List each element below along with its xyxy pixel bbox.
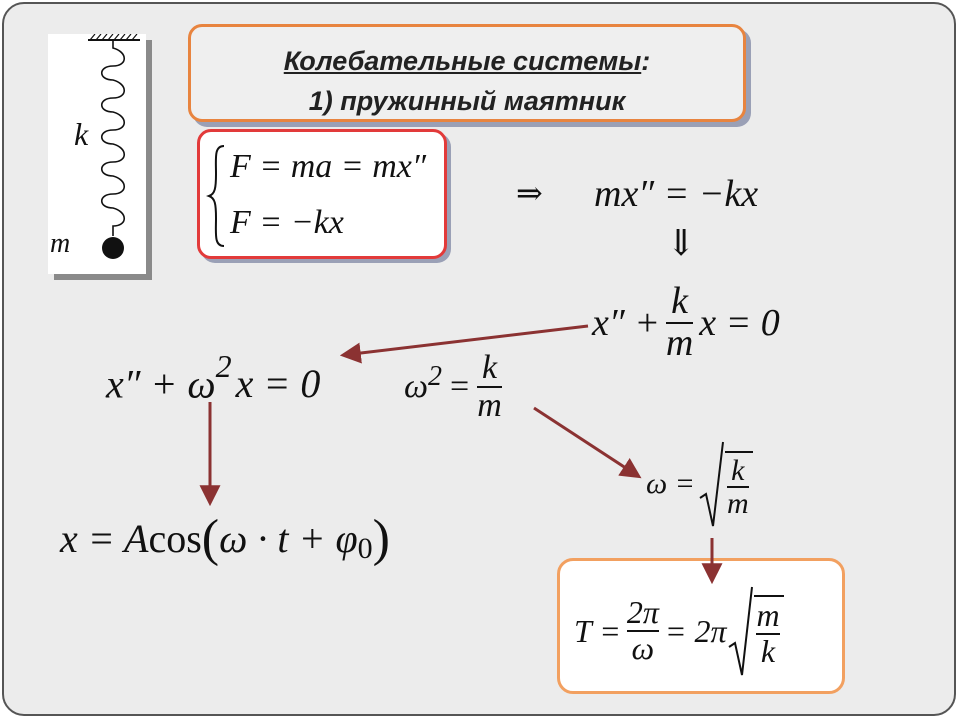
solution-cos: cos — [148, 516, 202, 561]
equation-omega: ω = k m — [646, 440, 753, 528]
spring-pendulum-picture: k m — [48, 33, 146, 274]
eq-osc-part-b: x = 0 — [235, 361, 321, 407]
omega-sq-lhs: ω — [404, 367, 429, 405]
fraction-numerator: k — [671, 280, 688, 322]
omega-sq-exponent: 2 — [428, 360, 443, 392]
eq-normalized-lhs: x″ + — [592, 301, 660, 344]
spring-m-label: m — [50, 228, 71, 259]
fraction-denominator: ω — [631, 630, 655, 666]
implies-arrow-icon: ⇒ — [516, 175, 543, 211]
fraction-denominator: m — [726, 487, 749, 520]
eq-osc-part-a: x″ + ω — [106, 361, 216, 407]
solution-lhs: x = A — [60, 516, 149, 561]
sqrt-icon — [699, 441, 724, 527]
title-line2: 1) пружинный маятник — [308, 86, 626, 116]
force-equation-newton: F = ma = mx″ — [230, 148, 427, 185]
fraction-k-over-m-2: k m — [477, 350, 502, 423]
connector-arrows — [199, 324, 723, 585]
solution-open-paren: ( — [201, 510, 220, 567]
fraction-numerator: k — [481, 349, 498, 386]
fraction-denominator: m — [477, 386, 502, 424]
fraction-2pi-over-omega: 2π ω — [626, 594, 659, 666]
arrow-to-oscillator — [339, 324, 589, 364]
title-colon: : — [641, 46, 651, 76]
spring-icon — [88, 33, 140, 259]
system-equations-box: F = ma = mx″ F = −kx — [197, 129, 447, 259]
spring-k-label: k — [74, 116, 89, 152]
solution-arg: ω · t + φ — [219, 516, 358, 561]
eq-normalized-rhs: x = 0 — [699, 301, 780, 344]
arrow-to-omega — [533, 406, 642, 479]
period-lhs: T = — [574, 612, 621, 649]
title-line1: Колебательные системы — [283, 46, 642, 76]
equation-normalized: x″ + k m x = 0 — [592, 280, 780, 364]
title-box: Колебательные системы: 1) пружинный маят… — [188, 24, 746, 122]
fraction-numerator: m — [756, 597, 780, 634]
down-arrow-icon: ⇓ — [666, 223, 697, 263]
sqrt-icon — [728, 586, 754, 676]
solution-close-paren: ) — [372, 510, 390, 567]
equation-solution: x = A cos ( ω · t + φ 0 ) — [60, 509, 390, 568]
solution-subscript: 0 — [357, 531, 373, 565]
fraction-denominator: k — [760, 633, 776, 669]
period-middle: = 2π — [664, 612, 727, 649]
fraction-k-over-m: k m — [665, 280, 694, 364]
omega-lhs: ω = — [646, 467, 695, 500]
eq-osc-exponent: 2 — [215, 348, 232, 384]
fraction-denominator: m — [665, 321, 694, 364]
equation-period: T = 2π ω = 2π m k — [574, 585, 784, 677]
equation-newton-spring: mx″ = −kx — [594, 173, 759, 215]
fraction-m-over-k: m k — [754, 595, 784, 669]
left-brace-icon — [206, 145, 225, 247]
omega-sq-equals: = — [450, 367, 470, 405]
period-formula-box: T = 2π ω = 2π m k — [557, 558, 845, 694]
fraction-numerator: 2π — [626, 594, 659, 631]
force-equation-hooke: F = −kx — [230, 204, 344, 241]
fraction-k-over-m-3: k m — [724, 450, 753, 520]
fraction-numerator: k — [731, 453, 745, 487]
